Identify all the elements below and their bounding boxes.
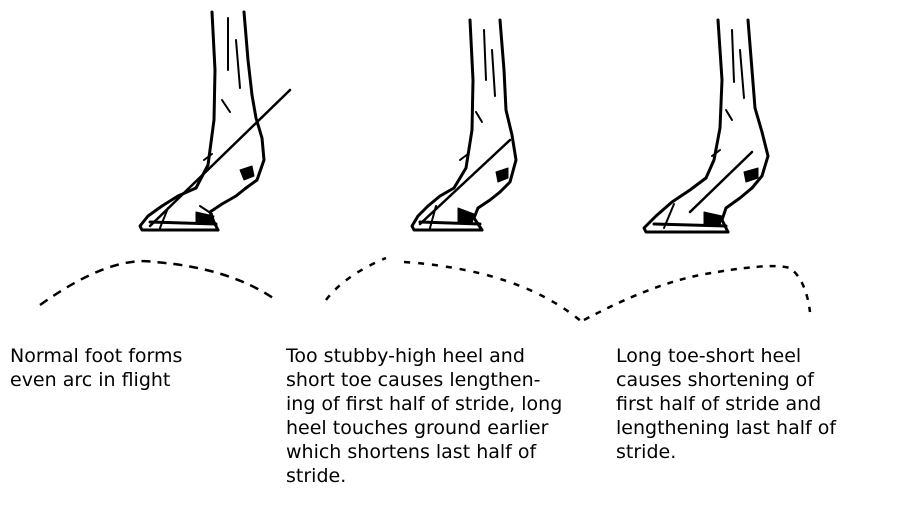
arc-long-toe bbox=[584, 266, 810, 320]
caption-stubby-high-heel: Too stubby-high heel and short toe cause… bbox=[286, 344, 562, 488]
caption-normal: Normal foot forms even arc in flight bbox=[10, 344, 182, 392]
arc-stubby-high-heel bbox=[326, 258, 582, 322]
arc-normal bbox=[40, 261, 276, 305]
leg-drawing-stubby-high-heel bbox=[412, 20, 516, 230]
leg-drawing-long-toe bbox=[644, 20, 768, 232]
leg-drawing-normal bbox=[140, 12, 290, 230]
caption-long-toe: Long toe-short heel causes shortening of… bbox=[616, 344, 836, 464]
